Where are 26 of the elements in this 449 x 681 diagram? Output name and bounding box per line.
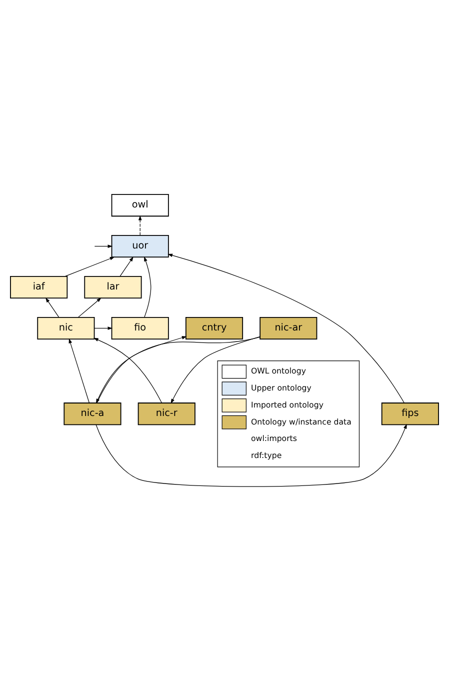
arrow: [96, 336, 187, 404]
arrow: [96, 424, 407, 487]
arrow: [120, 256, 134, 276]
node-box: fio: [111, 316, 169, 340]
node-box: cntry: [185, 316, 244, 340]
arrow: [78, 298, 102, 318]
node-box: nic-r: [138, 402, 196, 426]
node-box: nic: [37, 316, 95, 340]
node-box: nic-a: [64, 402, 122, 426]
arrow: [138, 215, 142, 236]
arrow: [144, 256, 152, 318]
arrow: [68, 338, 90, 404]
arrow: [94, 244, 113, 248]
node-box: lar: [84, 276, 142, 299]
arrow: [96, 336, 260, 404]
arrow: [64, 256, 115, 277]
node-box: nic-ar: [260, 316, 318, 340]
arrow: [93, 338, 162, 404]
arrow: [170, 336, 260, 404]
node-box: uor: [111, 234, 169, 258]
arrow: [168, 254, 405, 404]
node-box: fips: [381, 402, 439, 426]
node-box: owl: [111, 194, 169, 217]
arrow: [94, 326, 113, 330]
arrow: [45, 298, 60, 318]
node-box: iaf: [10, 276, 68, 299]
